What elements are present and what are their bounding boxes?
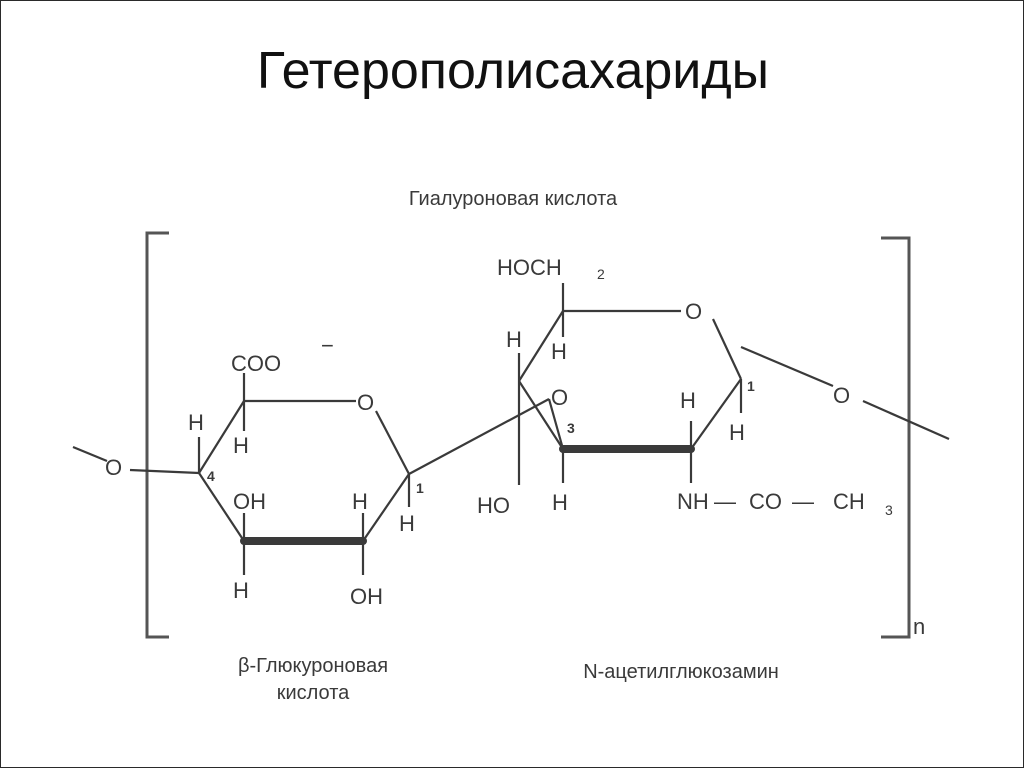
carboxylate-charge: − (321, 333, 334, 358)
acetylglucosamine-ho-c4: HO (477, 493, 510, 518)
acetylglucosamine-h-c3: H (552, 490, 568, 515)
acetylglucosamine-name: N-ацетилглюкозамин (583, 661, 779, 683)
bridging-glycosidic-oxygen: O (551, 385, 568, 410)
acetylglucosamine-h-c1: H (729, 420, 745, 445)
glucuronic-acid-ring (72, 373, 550, 575)
glucuronic-c4-number: 4 (207, 468, 215, 484)
amide-ch3-subscript: 3 (885, 502, 893, 518)
glucuronic-oh-c2: OH (350, 584, 383, 609)
glucuronic-h-c2: H (352, 489, 368, 514)
carboxylate-label: COO (231, 351, 281, 376)
glucuronic-c1-number: 1 (416, 480, 424, 496)
glucuronic-name-line1: β-Глюкуроновая (238, 655, 388, 677)
amide-co: CO (749, 489, 782, 514)
acetylglucosamine-h-c4: H (506, 327, 522, 352)
glucuronic-h-c3: H (233, 578, 249, 603)
glucuronic-h-c5: H (233, 433, 249, 458)
hoch2-label: HOCH (497, 255, 562, 280)
figure-caption: Гиалуроновая кислота (409, 188, 618, 210)
acetylglucosamine-c3-number: 3 (567, 420, 575, 436)
glucuronic-h-c4: H (188, 410, 204, 435)
glucuronic-oh-c3: OH (233, 489, 266, 514)
left-bracket (145, 231, 169, 639)
repeat-subscript-n: n (913, 614, 925, 639)
acetylglucosamine-ring-oxygen: O (685, 299, 702, 324)
right-link-oxygen: O (833, 383, 850, 408)
left-link-oxygen: O (105, 455, 122, 480)
amide-dash-1: — (714, 489, 736, 514)
acetylglucosamine-h-c5: H (551, 339, 567, 364)
amide-nh: NH (677, 489, 709, 514)
amide-dash-2: — (792, 489, 814, 514)
hoch2-subscript: 2 (597, 266, 605, 282)
acetylglucosamine-h-c2: H (680, 388, 696, 413)
acetylglucosamine-ring (517, 283, 950, 485)
glucuronic-h-c1: H (399, 511, 415, 536)
glucuronic-name-line2: кислота (277, 682, 350, 704)
acetylglucosamine-c1-number: 1 (747, 378, 755, 394)
glucuronic-ring-oxygen: O (357, 390, 374, 415)
slide-title: Гетерополисахариды (256, 42, 770, 100)
amide-ch3: CH (833, 489, 865, 514)
right-bracket (881, 236, 911, 639)
